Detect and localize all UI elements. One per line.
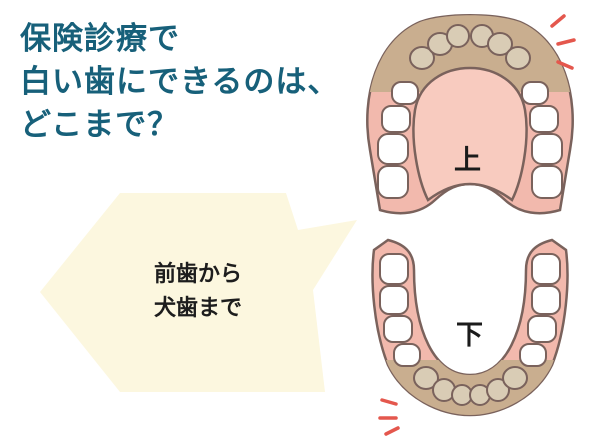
lower-left-tooth-3 <box>383 315 413 343</box>
upper-tooth-6 <box>505 46 531 70</box>
upper-tooth-5 <box>487 32 513 56</box>
upper-left-tooth-4 <box>377 165 409 199</box>
speech-bubble-line-1: 前歯から <box>153 262 242 287</box>
upper-right-tooth-2 <box>529 105 559 133</box>
upper-back-teeth <box>377 81 563 199</box>
headline-line-1: 保険診療で <box>20 21 180 57</box>
lower-right-tooth-1 <box>531 253 561 285</box>
upper-right-tooth-4 <box>531 165 563 199</box>
upper-jaw-label: 上 <box>454 145 481 176</box>
upper-jaw <box>366 14 574 215</box>
lower-tooth-1 <box>413 366 439 390</box>
lower-right-tooth-4 <box>519 343 547 367</box>
lower-left-tooth-1 <box>379 253 409 285</box>
upper-palate <box>412 66 528 202</box>
headline-line-3: どこまで？ <box>20 107 180 143</box>
upper-tooth-1 <box>409 46 435 70</box>
speech-bubble-shape <box>40 193 357 392</box>
upper-right-tooth-1 <box>521 81 549 105</box>
lower-tooth-6 <box>502 366 528 390</box>
lower-tooth-5 <box>486 378 510 402</box>
dental-illustration <box>366 14 576 436</box>
upper-front-teeth <box>409 24 531 70</box>
upper-left-tooth-2 <box>381 105 411 133</box>
accent-mark-top-3 <box>556 60 574 70</box>
upper-left-tooth-1 <box>391 81 419 105</box>
headline: 保険診療で 白い歯にできるのは、 どこまで？ <box>20 18 339 147</box>
lower-left-tooth-2 <box>379 285 409 315</box>
upper-right-tooth-3 <box>531 133 563 165</box>
upper-tooth-3 <box>446 24 470 48</box>
accent-mark-bottom-3 <box>384 426 400 436</box>
lower-jaw-label: 下 <box>456 320 483 351</box>
headline-line-2: 白い歯にできるのは、 <box>20 64 340 100</box>
accent-marks <box>378 14 576 436</box>
speech-bubble-line-2: 犬歯まで <box>153 296 242 321</box>
accent-mark-top-2 <box>556 38 576 46</box>
accent-mark-bottom-1 <box>380 398 398 406</box>
upper-left-tooth-3 <box>377 133 409 165</box>
lower-right-tooth-3 <box>527 315 557 343</box>
lower-front-teeth <box>413 366 528 406</box>
lower-right-tooth-2 <box>531 285 561 315</box>
speech-bubble-text: 前歯から 犬歯まで <box>128 258 268 326</box>
lower-left-tooth-4 <box>393 343 421 367</box>
accent-mark-top-1 <box>550 14 566 28</box>
lower-back-teeth <box>379 253 561 367</box>
